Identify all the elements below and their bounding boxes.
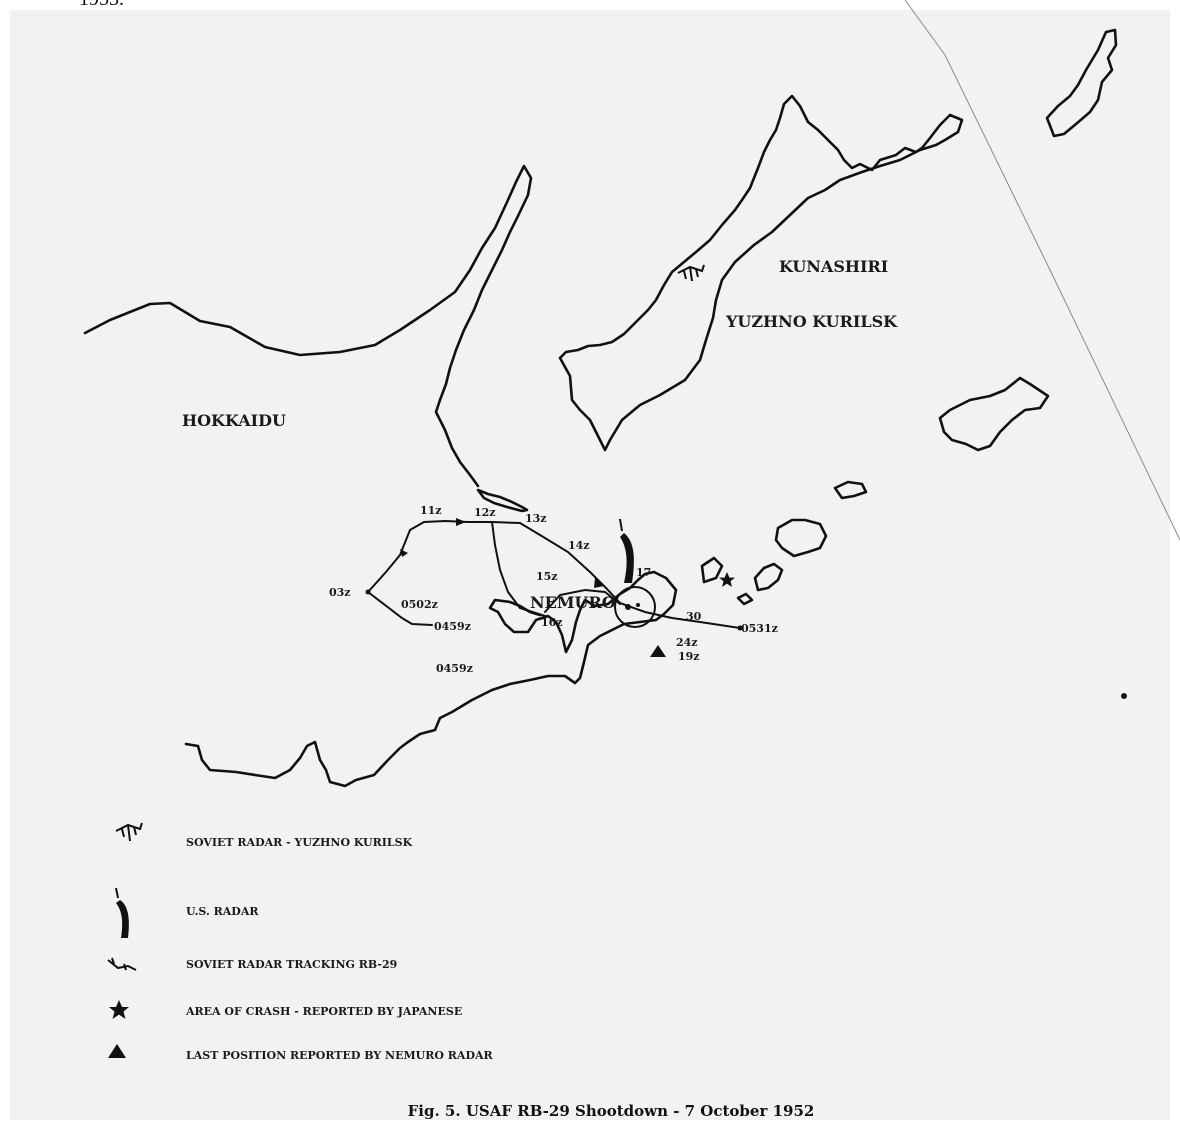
time-label-24z: 24z bbox=[676, 636, 698, 649]
track-east bbox=[519, 522, 741, 629]
legend-star-icon bbox=[109, 1000, 129, 1019]
time-label-0459z-a: 0459z bbox=[434, 620, 471, 633]
legend: SOVIET RADAR - YUZHNO KURILSK U.S. RADAR… bbox=[107, 822, 494, 1062]
crash-area-dot bbox=[625, 604, 631, 610]
track-node-0531z bbox=[737, 625, 743, 631]
crash-area-circle bbox=[614, 586, 656, 628]
paper-crease-line bbox=[904, 0, 1180, 541]
iturup-island bbox=[1045, 28, 1118, 138]
label-kunashiri: KUNASHIRI bbox=[779, 257, 888, 276]
track-node-03z bbox=[365, 589, 371, 595]
track-inner bbox=[544, 588, 621, 613]
time-label-11z: 11z bbox=[420, 504, 442, 517]
small-island-4 bbox=[700, 556, 724, 584]
legend-item-crash-area: AREA OF CRASH - REPORTED BY JAPANESE bbox=[109, 1000, 462, 1019]
track-12z-south bbox=[491, 521, 546, 617]
hokkaido-south-coast bbox=[184, 570, 678, 788]
time-label-16z: 16z bbox=[541, 616, 563, 629]
flight-tracks bbox=[365, 518, 743, 631]
map-frame bbox=[10, 10, 1170, 1120]
legend-label-soviet-radar: SOVIET RADAR - YUZHNO KURILSK bbox=[186, 836, 413, 849]
track-03z-north bbox=[367, 519, 521, 593]
star-icon bbox=[719, 572, 735, 587]
legend-item-last-position: LAST POSITION REPORTED BY NEMURO RADAR bbox=[108, 1044, 494, 1062]
time-label-30: 30 bbox=[686, 610, 702, 623]
time-label-19z: 19z bbox=[678, 650, 700, 663]
track-03z-south bbox=[367, 591, 433, 626]
legend-triangle-icon bbox=[108, 1044, 126, 1058]
label-yuzhno-kurilsk: YUZHNO KURILSK bbox=[725, 312, 898, 331]
legend-item-soviet-radar: SOVIET RADAR - YUZHNO KURILSK bbox=[115, 822, 413, 849]
small-island-1 bbox=[833, 480, 868, 500]
time-label-0459z-b: 0459z bbox=[436, 662, 473, 675]
legend-label-us-radar: U.S. RADAR bbox=[186, 905, 259, 918]
notsuke-spit bbox=[476, 488, 529, 513]
track-arrow-1 bbox=[400, 549, 408, 557]
legend-item-tracking: SOVIET RADAR TRACKING RB-29 bbox=[107, 957, 397, 971]
track-arrow-2 bbox=[456, 518, 466, 526]
time-label-13z: 13z bbox=[525, 512, 547, 525]
time-label-0502z: 0502z bbox=[401, 598, 438, 611]
label-nemuro: NEMURO bbox=[530, 593, 616, 612]
crash-area-dot-2 bbox=[636, 603, 640, 607]
cropped-header-text: 1953. bbox=[79, 0, 124, 11]
stray-dot bbox=[1121, 693, 1127, 699]
figure-caption: Fig. 5. USAF RB-29 Shootdown - 7 October… bbox=[408, 1102, 815, 1120]
time-label-14z: 14z bbox=[568, 539, 590, 552]
small-island-5 bbox=[736, 592, 754, 606]
legend-soviet-radar-icon bbox=[115, 822, 143, 842]
legend-tracking-icon bbox=[107, 957, 137, 971]
hokkaido-north-coast bbox=[83, 164, 533, 488]
time-label-17: 17 bbox=[636, 566, 651, 579]
legend-us-radar-icon bbox=[115, 887, 129, 938]
time-label-0531z: 0531z bbox=[741, 622, 778, 635]
shikotan-island bbox=[938, 376, 1050, 452]
legend-label-tracking: SOVIET RADAR TRACKING RB-29 bbox=[186, 958, 397, 971]
time-label-15z: 15z bbox=[536, 570, 558, 583]
soviet-radar-icon bbox=[677, 264, 705, 282]
legend-label-last-position: LAST POSITION REPORTED BY NEMURO RADAR bbox=[186, 1049, 494, 1062]
label-hokkaidu: HOKKAIDU bbox=[182, 411, 286, 430]
small-island-3 bbox=[753, 562, 784, 592]
kunashiri-island bbox=[558, 94, 964, 452]
small-island-2 bbox=[774, 518, 828, 558]
track-arrow-3 bbox=[594, 578, 604, 588]
triangle-icon bbox=[650, 645, 666, 657]
us-radar-icon bbox=[619, 518, 634, 583]
legend-label-crash-area: AREA OF CRASH - REPORTED BY JAPANESE bbox=[185, 1005, 462, 1018]
legend-item-us-radar: U.S. RADAR bbox=[115, 887, 259, 938]
time-label-12z: 12z bbox=[474, 506, 496, 519]
time-label-03z: 03z bbox=[329, 586, 351, 599]
